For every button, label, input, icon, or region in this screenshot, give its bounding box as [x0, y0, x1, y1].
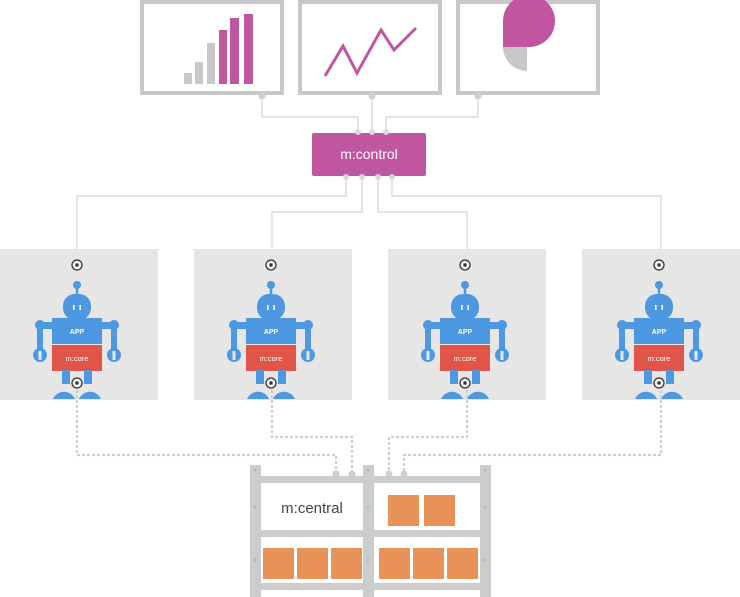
central-ports — [332, 470, 408, 478]
control-node: m:control — [312, 129, 426, 180]
pie-chart-icon — [503, 0, 555, 71]
core-label: m:core — [66, 354, 89, 363]
control-label: m:control — [340, 146, 398, 162]
app-label: APP — [264, 329, 279, 336]
monitor-connectors — [261, 96, 479, 130]
app-label: APP — [458, 329, 473, 336]
robot-icon: APP m:core — [421, 281, 509, 399]
robot-icon: APP m:core — [227, 281, 315, 399]
central-rack: m:central — [250, 465, 491, 597]
monitor-ports — [258, 92, 482, 100]
robot-panel: APP m:core — [194, 249, 352, 400]
robot-icon: APP m:core — [615, 281, 703, 399]
core-label: m:core — [260, 354, 283, 363]
robot-group: APP m:core APP m:core APP m:core APP m:core — [0, 249, 740, 400]
robot-panel: APP m:core — [582, 249, 740, 400]
central-label: m:central — [281, 500, 343, 517]
central-connectors — [75, 390, 663, 474]
bar-chart-monitor — [140, 0, 284, 95]
bar-chart-icon — [184, 14, 253, 84]
storage-blocks — [263, 495, 478, 579]
control-connectors — [76, 180, 662, 260]
line-chart-icon — [323, 26, 418, 77]
line-chart-monitor — [298, 0, 442, 95]
robot-panel: APP m:core — [388, 249, 546, 400]
pie-chart-monitor — [456, 0, 600, 95]
core-label: m:core — [648, 354, 671, 363]
app-label: APP — [652, 329, 667, 336]
core-label: m:core — [454, 354, 477, 363]
robot-panel: APP m:core — [0, 249, 158, 400]
robot-icon: APP m:core — [33, 281, 121, 399]
app-label: APP — [70, 329, 85, 336]
